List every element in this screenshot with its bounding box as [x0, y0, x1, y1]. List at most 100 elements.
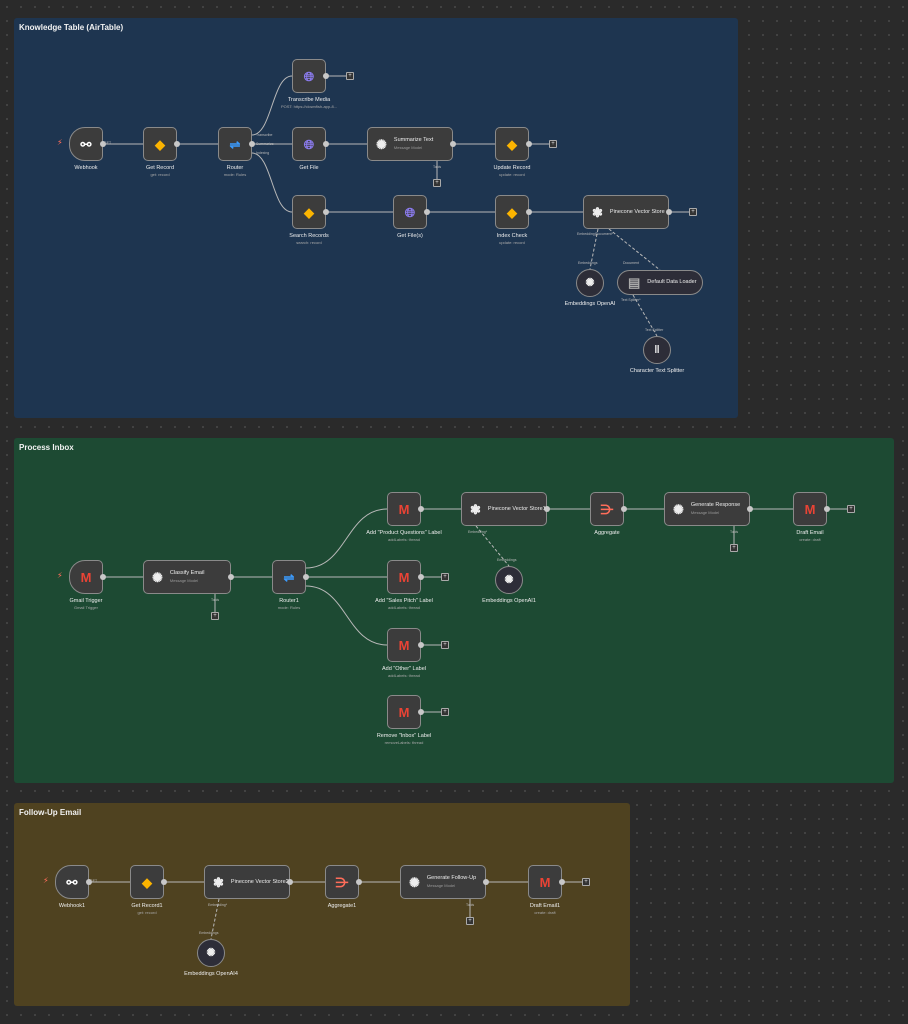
node-subtitle: Gmail Trigger	[73, 604, 98, 610]
edge-label-text_splitter_req: Text Splitter*	[621, 298, 641, 302]
output-port[interactable]	[86, 879, 92, 885]
trigger-bolt-icon: ⚡︎	[57, 138, 63, 147]
node-transcribe[interactable]: 🌐︎	[292, 59, 326, 93]
node-getfiles[interactable]: 🌐︎	[393, 195, 427, 229]
globe-icon: 🌐︎	[303, 68, 315, 84]
router-icon: ⇌	[229, 136, 241, 152]
node-aggregate1[interactable]: ⋺	[325, 865, 359, 899]
output-port[interactable]	[418, 574, 424, 580]
node-label-text: Embeddings OpenAI	[564, 301, 616, 307]
node-webhook1[interactable]: ⚯	[55, 865, 89, 899]
output-port[interactable]	[559, 879, 565, 885]
node-embed[interactable]: ✺	[576, 269, 604, 297]
output-port[interactable]	[100, 574, 106, 580]
output-port[interactable]	[249, 141, 255, 147]
trigger-bolt-icon: ⚡︎	[57, 571, 63, 580]
node-router1[interactable]: ⇌	[272, 560, 306, 594]
node-router[interactable]: ⇌	[218, 127, 252, 161]
node-loader[interactable]: ▤Default Data Loader	[617, 270, 703, 295]
airtable-icon: ◆	[142, 874, 152, 890]
sticky-process-inbox[interactable]: Process Inbox	[14, 438, 894, 783]
edge-label-embedding_doc: Embedding|Document*	[577, 232, 613, 236]
output-port[interactable]	[356, 879, 362, 885]
openai-icon: ✺	[585, 276, 595, 289]
add-node-button[interactable]: +	[441, 573, 449, 581]
output-port[interactable]	[418, 709, 424, 715]
airtable-icon: ◆	[155, 136, 165, 152]
add-tool-button[interactable]: +	[730, 544, 738, 552]
output-port[interactable]	[323, 141, 329, 147]
node-subtitle: search: record	[296, 239, 322, 245]
output-port[interactable]	[747, 506, 753, 512]
add-node-button[interactable]: +	[549, 140, 557, 148]
output-port[interactable]	[526, 209, 532, 215]
output-port[interactable]	[483, 879, 489, 885]
node-indexcheck[interactable]: ◆	[495, 195, 529, 229]
node-addpq[interactable]: M	[387, 492, 421, 526]
output-port[interactable]	[228, 574, 234, 580]
node-label: Aggregate1	[297, 903, 387, 910]
node-searchrecords[interactable]: ◆	[292, 195, 326, 229]
output-port[interactable]	[666, 209, 672, 215]
add-node-button[interactable]: +	[346, 72, 354, 80]
output-port[interactable]	[526, 141, 532, 147]
edge-label-embedding_req: Embedding*	[208, 903, 228, 907]
output-port[interactable]	[287, 879, 293, 885]
aggregate-icon: ⋺	[335, 874, 349, 890]
add-node-button[interactable]: +	[582, 878, 590, 886]
node-pinecone[interactable]: ❃Pinecone Vector Store	[583, 195, 669, 229]
sticky-follow-up-email[interactable]: Follow-Up Email	[14, 803, 630, 1006]
node-removeinbox[interactable]: M	[387, 695, 421, 729]
output-port[interactable]	[450, 141, 456, 147]
output-port[interactable]	[100, 141, 106, 147]
node-aggregate[interactable]: ⋺	[590, 492, 624, 526]
output-port[interactable]	[418, 506, 424, 512]
output-port[interactable]	[544, 506, 550, 512]
output-port[interactable]	[303, 574, 309, 580]
output-port[interactable]	[824, 506, 830, 512]
add-node-button[interactable]: +	[847, 505, 855, 513]
node-getrecord[interactable]: ◆	[143, 127, 177, 161]
node-embed1[interactable]: ✺	[495, 566, 523, 594]
node-subtitle: update: record	[499, 239, 525, 245]
add-tool-button[interactable]: +	[433, 179, 441, 187]
node-embed4[interactable]: ✺	[197, 939, 225, 967]
node-addother[interactable]: M	[387, 628, 421, 662]
output-port[interactable]	[424, 209, 430, 215]
node-splitter[interactable]: ‖	[643, 336, 671, 364]
router-icon: ⇌	[283, 569, 295, 585]
edge-label-tools: Tools	[433, 165, 442, 169]
node-updaterecord[interactable]: ◆	[495, 127, 529, 161]
add-node-button[interactable]: +	[441, 708, 449, 716]
output-port[interactable]	[323, 73, 329, 79]
output-port[interactable]	[174, 141, 180, 147]
output-port[interactable]	[621, 506, 627, 512]
node-pinecone2[interactable]: ❃Pinecone Vector Store2	[204, 865, 290, 899]
node-getrecord1[interactable]: ◆	[130, 865, 164, 899]
add-node-button[interactable]: +	[689, 208, 697, 216]
node-webhook[interactable]: ⚯	[69, 127, 103, 161]
node-pinecone1[interactable]: ❃Pinecone Vector Store1	[461, 492, 547, 526]
node-draftemail[interactable]: M	[793, 492, 827, 526]
node-gmailtrigger[interactable]: M	[69, 560, 103, 594]
edge-label-indexing: Indexing	[256, 151, 270, 155]
add-tool-button[interactable]: +	[211, 612, 219, 620]
add-node-button[interactable]: +	[441, 641, 449, 649]
node-subtitle: create: draft	[534, 909, 556, 915]
output-port[interactable]	[323, 209, 329, 215]
node-addsp[interactable]: M	[387, 560, 421, 594]
node-getfile[interactable]: 🌐︎	[292, 127, 326, 161]
splitter-icon: ‖	[654, 343, 660, 356]
node-draftemail1[interactable]: M	[528, 865, 562, 899]
edge-label-embedding_req: Embedding*	[468, 530, 488, 534]
output-port[interactable]	[418, 642, 424, 648]
add-tool-button[interactable]: +	[466, 917, 474, 925]
output-port[interactable]	[161, 879, 167, 885]
